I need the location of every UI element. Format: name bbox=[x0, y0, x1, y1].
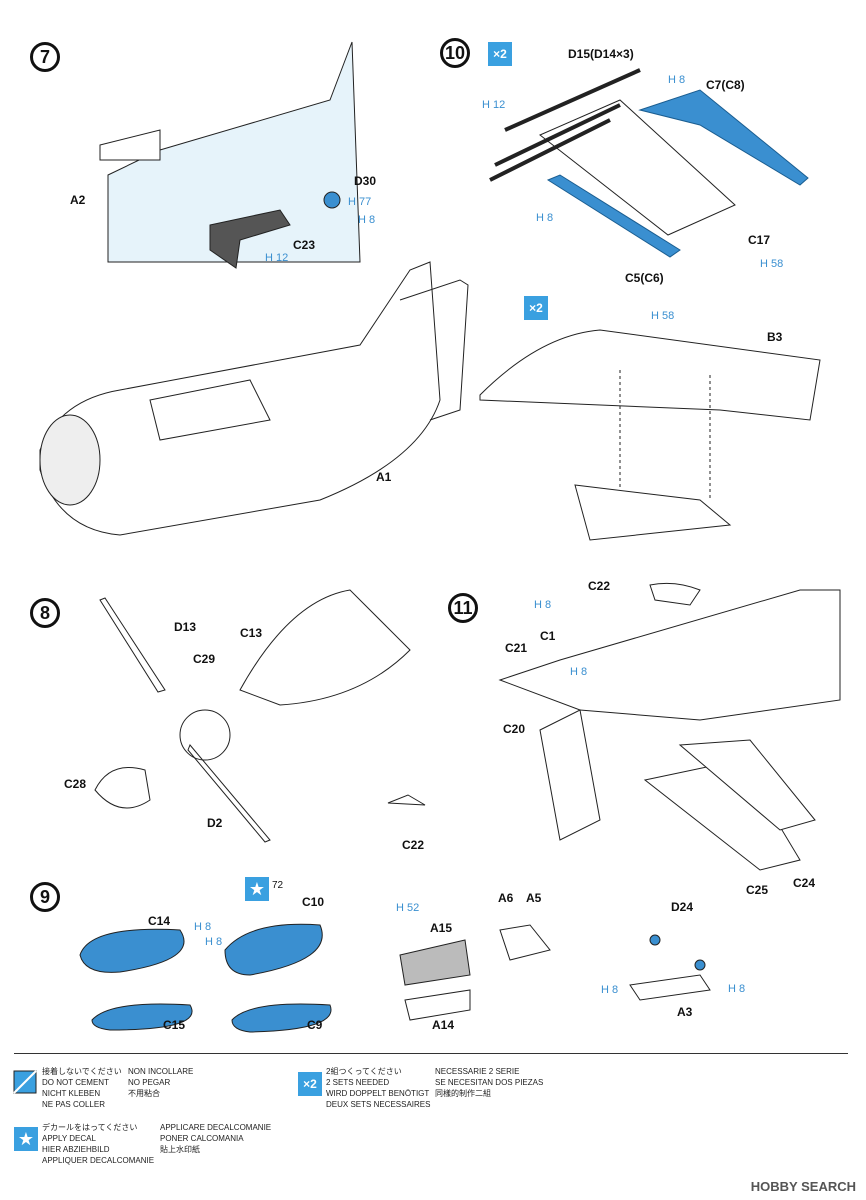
step-10-badge: 10 bbox=[440, 38, 470, 68]
label-d2: D2 bbox=[207, 816, 223, 830]
label-a3: A3 bbox=[677, 1005, 693, 1019]
label-h58-b: H 58 bbox=[651, 310, 675, 322]
label-h77: H 77 bbox=[348, 196, 372, 208]
x2-badge-wing: ×2 bbox=[524, 296, 548, 320]
label-c7: C7(C8) bbox=[706, 78, 745, 92]
label-c20: C20 bbox=[503, 722, 526, 736]
label-d30: D30 bbox=[354, 174, 377, 188]
x2-badge-step10: ×2 bbox=[488, 42, 512, 66]
label-c29: C29 bbox=[193, 652, 216, 666]
label-c22-a: C22 bbox=[402, 838, 425, 852]
hobby-search-watermark: HOBBY SEARCH bbox=[750, 1179, 856, 1194]
label-h8-b: H 8 bbox=[668, 74, 686, 86]
label-c21: C21 bbox=[505, 641, 528, 655]
label-h8-f: H 8 bbox=[194, 921, 212, 933]
label-c28: C28 bbox=[64, 777, 87, 791]
label-b3: B3 bbox=[767, 330, 783, 344]
step-11-badge: 11 bbox=[448, 593, 478, 623]
step-9-badge: 9 bbox=[30, 882, 60, 912]
apply-decal-star-icon: ★ bbox=[14, 1127, 38, 1151]
label-c24: C24 bbox=[793, 876, 816, 890]
decal-star-icon: ★ bbox=[245, 877, 269, 901]
label-a6: A6 bbox=[498, 891, 514, 905]
label-a14: A14 bbox=[432, 1018, 455, 1032]
label-c13: C13 bbox=[240, 626, 263, 640]
label-a5: A5 bbox=[526, 891, 542, 905]
label-h8-d: H 8 bbox=[534, 599, 552, 611]
label-h12-a: H 12 bbox=[265, 252, 289, 264]
step-8-badge: 8 bbox=[30, 598, 60, 628]
label-c10: C10 bbox=[302, 895, 325, 909]
label-h8-g: H 8 bbox=[205, 936, 223, 948]
label-c17: C17 bbox=[748, 233, 771, 247]
label-h8-e: H 8 bbox=[570, 666, 588, 678]
legend-divider bbox=[14, 1053, 848, 1054]
label-h52: H 52 bbox=[396, 902, 420, 914]
label-h8-c: H 8 bbox=[536, 212, 554, 224]
label-h12-b: H 12 bbox=[482, 99, 506, 111]
label-d13: D13 bbox=[174, 620, 197, 634]
label-h8-a: H 8 bbox=[358, 214, 376, 226]
label-c15: C15 bbox=[163, 1018, 186, 1032]
label-c1: C1 bbox=[540, 629, 556, 643]
label-d15: D15(D14×3) bbox=[568, 47, 634, 61]
label-d24: D24 bbox=[671, 900, 694, 914]
label-h8-i: H 8 bbox=[728, 983, 746, 995]
label-c23: C23 bbox=[293, 238, 316, 252]
label-c25: C25 bbox=[746, 883, 769, 897]
label-a2: A2 bbox=[70, 193, 86, 207]
step-7-badge: 7 bbox=[30, 42, 60, 72]
label-a15: A15 bbox=[430, 921, 453, 935]
label-c9: C9 bbox=[307, 1018, 323, 1032]
x2-legend-icon: ×2 bbox=[298, 1072, 322, 1096]
label-c22-b: C22 bbox=[588, 579, 611, 593]
decal-number: 72 bbox=[272, 880, 284, 891]
label-h8-h: H 8 bbox=[601, 984, 619, 996]
label-h58-a: H 58 bbox=[760, 258, 784, 270]
label-a1: A1 bbox=[376, 470, 392, 484]
label-c5: C5(C6) bbox=[625, 271, 664, 285]
label-c14: C14 bbox=[148, 914, 171, 928]
